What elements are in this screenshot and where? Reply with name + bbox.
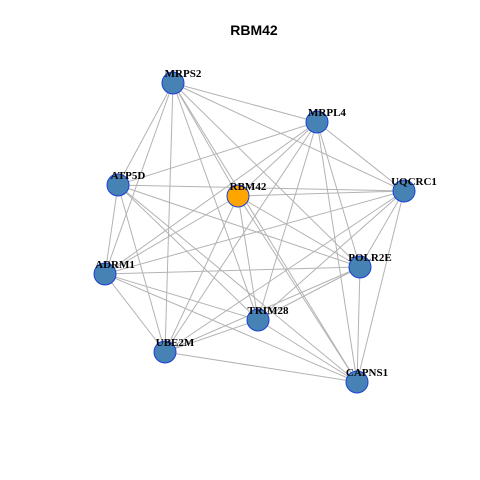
edge-layer	[104, 82, 405, 383]
node-label-rbm42: RBM42	[230, 181, 267, 193]
node-mrps2: MRPS2	[161, 68, 202, 95]
node-ube2m: UBE2M	[153, 337, 195, 364]
node-trim28: TRIM28	[246, 305, 289, 332]
edge-uqcrc1-trim28	[257, 190, 405, 321]
node-circle-rbm42	[226, 184, 250, 208]
edge-adrm1-ube2m	[104, 273, 166, 353]
edge-mrps2-uqcrc1	[172, 82, 405, 192]
edge-trim28-ube2m	[164, 319, 259, 353]
edge-mrps2-trim28	[172, 82, 259, 321]
node-label-ube2m: UBE2M	[156, 337, 195, 349]
edge-rbm42-ube2m	[164, 195, 239, 353]
node-circle-capns1	[345, 370, 369, 394]
node-circle-trim28	[246, 308, 270, 332]
edge-mrpl4-polr2e	[316, 121, 361, 268]
edge-adrm1-polr2e	[104, 266, 361, 275]
edge-uqcrc1-adrm1	[104, 190, 405, 275]
edge-rbm42-polr2e	[237, 195, 361, 268]
edge-rbm42-capns1	[237, 195, 358, 383]
edge-atp5d-capns1	[117, 184, 358, 383]
node-circle-uqcrc1	[392, 179, 416, 203]
edge-adrm1-trim28	[104, 273, 259, 321]
edge-mrpl4-atp5d	[117, 121, 318, 186]
edge-mrpl4-adrm1	[104, 121, 318, 275]
edge-mrpl4-ube2m	[164, 121, 318, 353]
edge-atp5d-trim28	[117, 184, 259, 321]
edge-adrm1-capns1	[104, 273, 358, 383]
edge-mrps2-atp5d	[117, 82, 174, 186]
graph-title: RBM42	[230, 22, 278, 38]
node-atp5d: ATP5D	[106, 170, 146, 197]
node-circle-adrm1	[93, 262, 117, 286]
edge-ube2m-capns1	[164, 351, 358, 383]
node-label-uqcrc1: UQCRC1	[391, 176, 437, 188]
edge-atp5d-ube2m	[117, 184, 166, 353]
node-label-capns1: CAPNS1	[346, 367, 388, 379]
node-label-mrpl4: MRPL4	[308, 107, 346, 119]
node-label-mrps2: MRPS2	[165, 68, 202, 80]
edge-mrps2-capns1	[172, 82, 358, 383]
edge-rbm42-trim28	[237, 195, 259, 321]
edge-uqcrc1-polr2e	[359, 190, 405, 268]
node-polr2e: POLR2E	[348, 252, 392, 279]
node-circle-atp5d	[106, 173, 130, 197]
edge-uqcrc1-capns1	[356, 190, 405, 383]
edge-atp5d-adrm1	[104, 184, 119, 275]
node-label-polr2e: POLR2E	[348, 252, 391, 264]
edge-atp5d-polr2e	[117, 184, 361, 268]
node-rbm42: RBM42	[226, 181, 267, 208]
edge-mrpl4-trim28	[257, 121, 318, 321]
edge-atp5d-uqcrc1	[117, 184, 405, 192]
node-capns1: CAPNS1	[345, 367, 388, 394]
node-circle-ube2m	[153, 340, 177, 364]
node-uqcrc1: UQCRC1	[391, 176, 437, 203]
edge-rbm42-adrm1	[104, 195, 239, 275]
edge-trim28-capns1	[257, 319, 358, 383]
node-circle-mrpl4	[305, 110, 329, 134]
edge-mrpl4-uqcrc1	[316, 121, 405, 192]
node-mrpl4: MRPL4	[305, 107, 346, 134]
edge-polr2e-capns1	[356, 266, 361, 383]
node-circle-polr2e	[348, 255, 372, 279]
edge-mrps2-ube2m	[164, 82, 174, 353]
edge-mrpl4-capns1	[316, 121, 358, 383]
node-label-adrm1: ADRM1	[95, 259, 135, 271]
node-adrm1: ADRM1	[93, 259, 135, 286]
edge-rbm42-uqcrc1	[237, 190, 405, 197]
node-label-trim28: TRIM28	[248, 305, 289, 317]
edge-mrpl4-rbm42	[237, 121, 318, 197]
edge-mrps2-polr2e	[172, 82, 361, 268]
edge-mrps2-rbm42	[172, 82, 239, 197]
node-label-atp5d: ATP5D	[111, 170, 146, 182]
edge-uqcrc1-ube2m	[164, 190, 405, 353]
node-circle-mrps2	[161, 71, 185, 95]
edge-mrps2-mrpl4	[172, 82, 318, 123]
edge-polr2e-trim28	[257, 266, 361, 321]
